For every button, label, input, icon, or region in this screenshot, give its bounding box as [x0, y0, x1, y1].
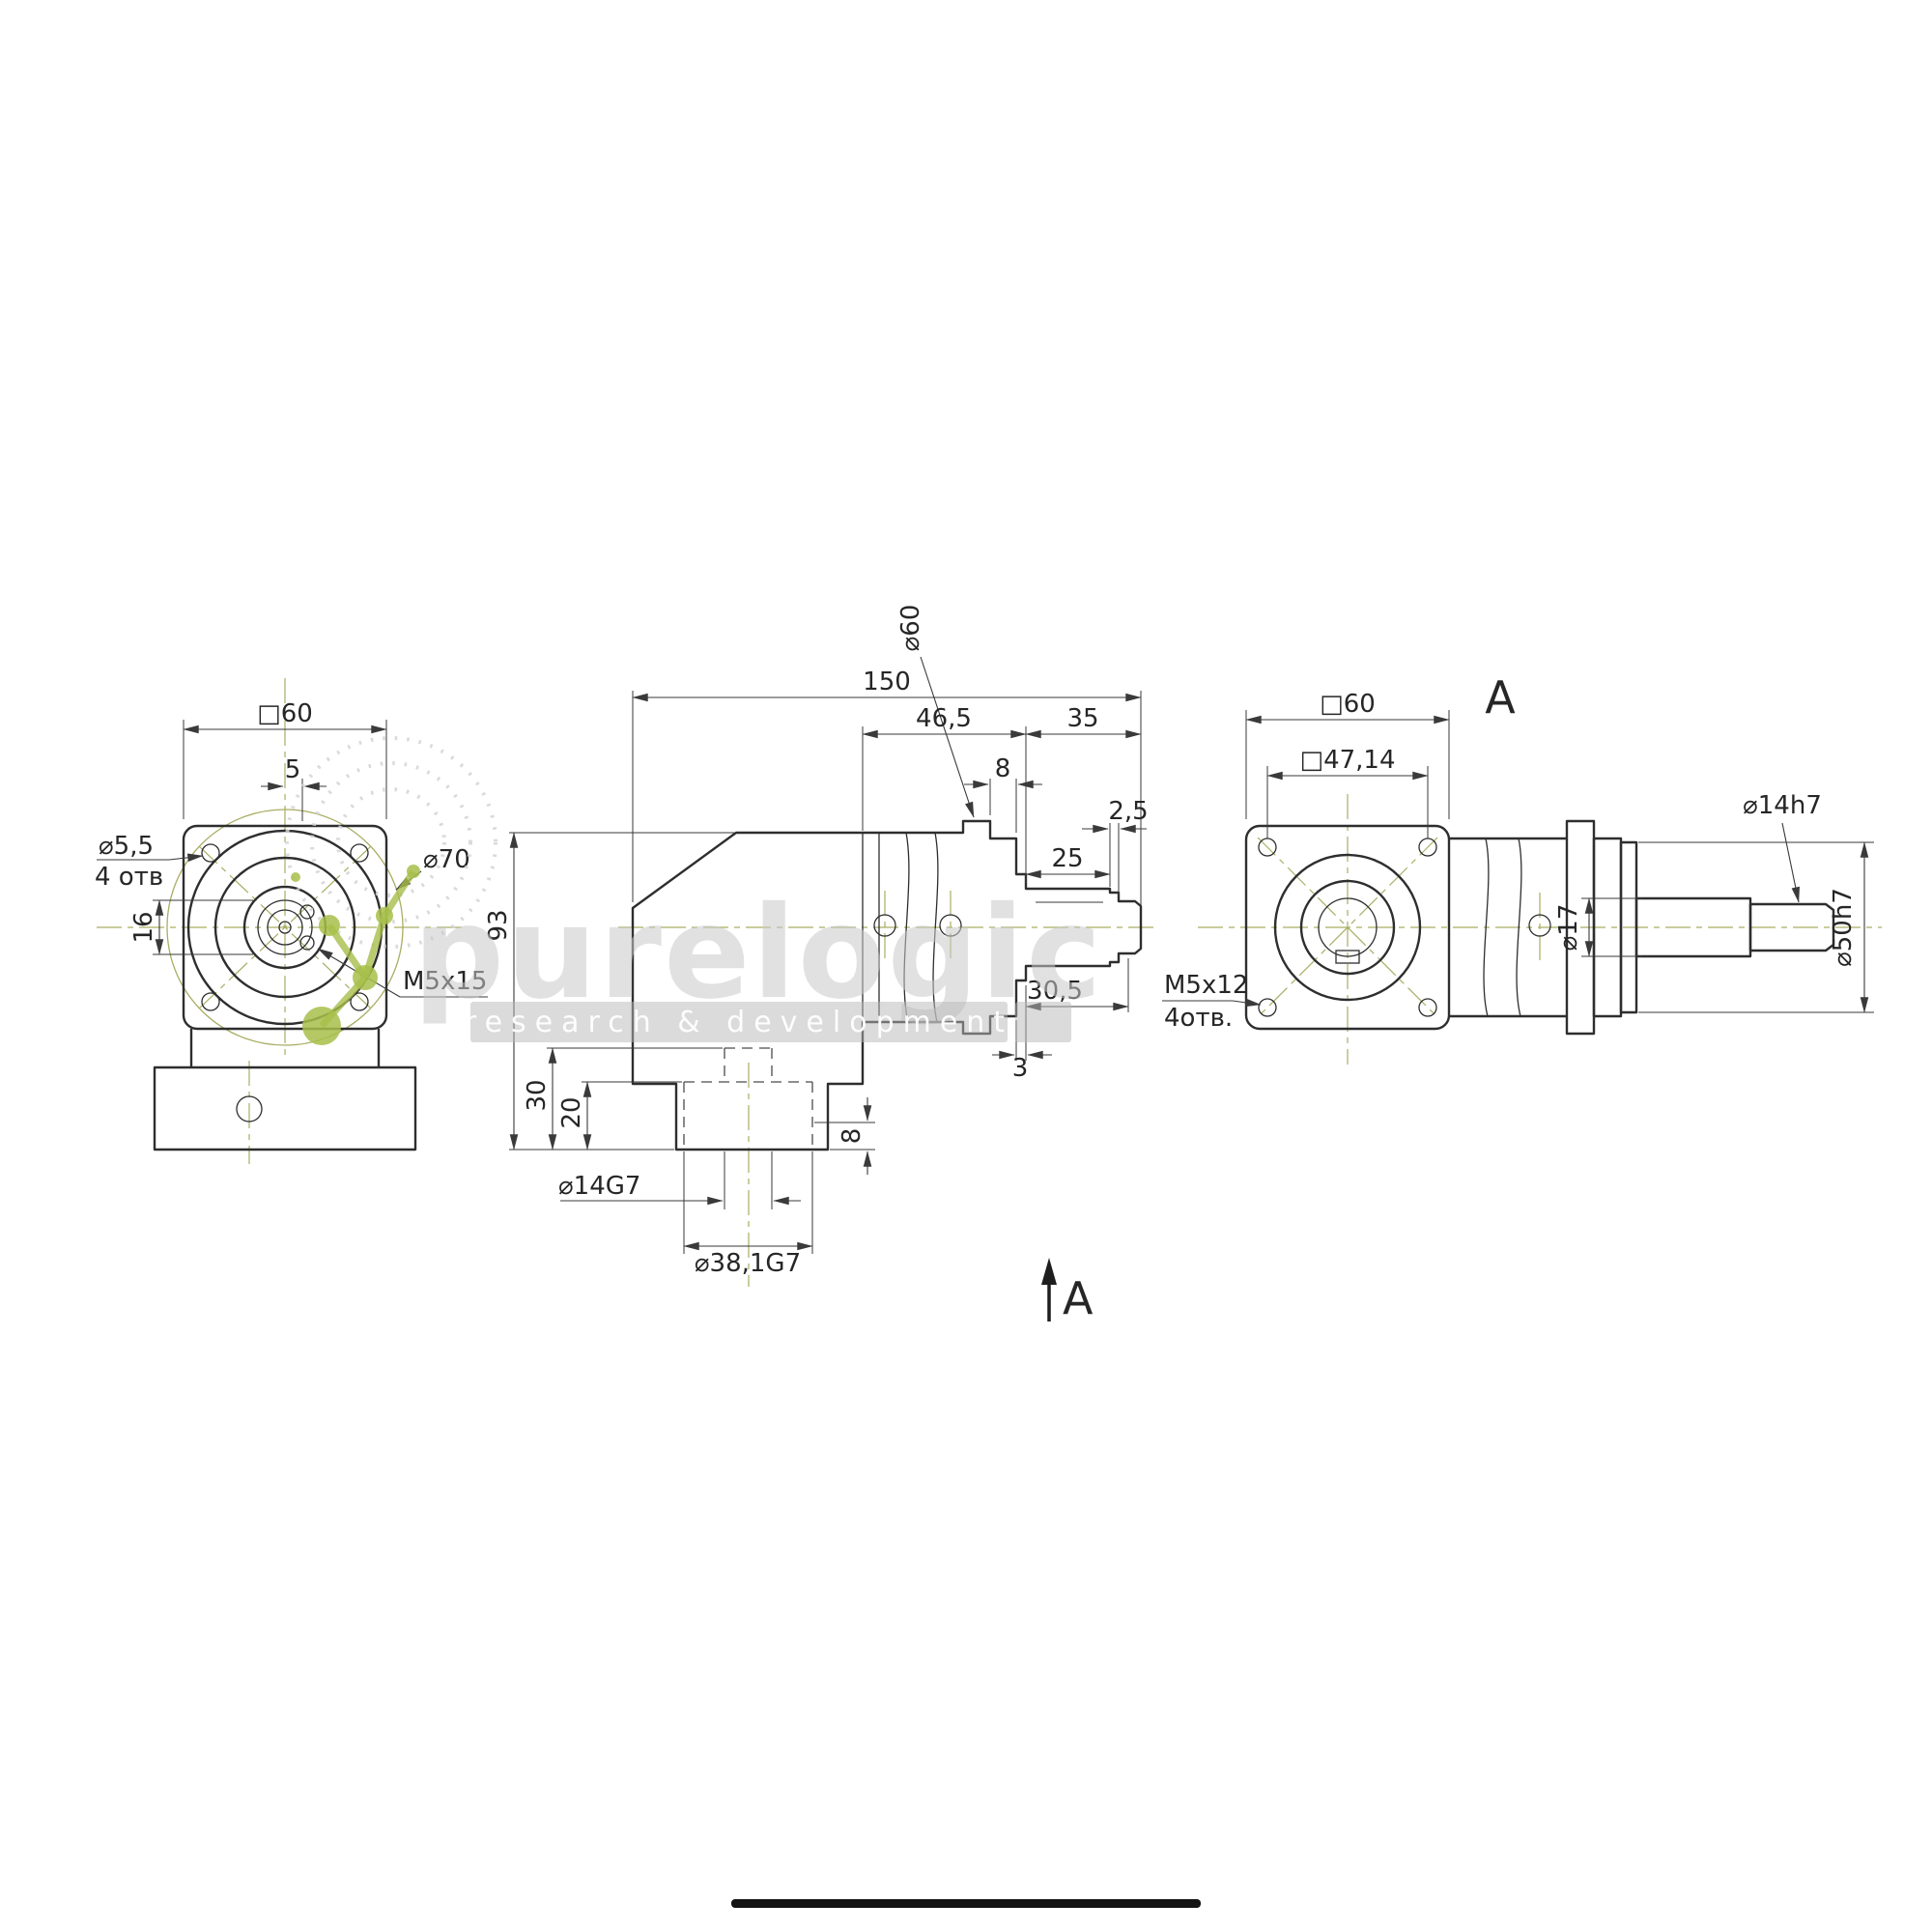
dim-square-47-14: □47,14 [1300, 746, 1396, 775]
watermark-tagline: research & development [465, 1006, 1013, 1039]
dim-offset-5: 5 [285, 755, 301, 784]
watermark-tagline-bar [470, 1002, 1008, 1042]
view-a-centerlines [1198, 794, 1882, 1065]
view-a: A □60 □47,14 ⌀14h7 ⌀17 ⌀50h7 M5x12 4отв. [1162, 671, 1882, 1065]
dim-dia-60: ⌀60 [896, 605, 925, 652]
dim-thread-m5x12: M5x12 [1164, 971, 1248, 1000]
dim-bore-38-1g7: ⌀38,1G7 [695, 1249, 801, 1278]
watermark-dotted-sphere [285, 736, 497, 949]
dim-8-foot: 8 [838, 1128, 867, 1145]
dim-25: 25 [1051, 844, 1083, 873]
watermark-logo-block [1015, 1002, 1071, 1042]
side-view-geometry [631, 819, 1143, 1151]
section-label-a: A [1063, 1272, 1094, 1324]
view-a-label: A [1485, 671, 1516, 724]
dim-8-flange: 8 [995, 754, 1011, 783]
side-view: 150 ⌀60 46,5 35 8 2,5 25 30,5 3 93 30 20… [484, 605, 1157, 1324]
dim-30: 30 [523, 1079, 552, 1111]
dim-shaft-dia-14h7: ⌀14h7 [1743, 791, 1822, 820]
dim-thread-count: 4отв. [1164, 1004, 1233, 1033]
bottom-bar [731, 1899, 1201, 1908]
dim-150: 150 [863, 668, 911, 696]
front-view: □60 5 ⌀5,5 4 отв 16 ⌀70 M5x15 [95, 678, 488, 1164]
watermark-molecule-logo [291, 865, 420, 1045]
dim-3: 3 [1012, 1054, 1029, 1083]
dim-hole-count: 4 отв [95, 863, 163, 892]
dim-2-5: 2,5 [1108, 797, 1148, 826]
dim-dia-70: ⌀70 [423, 845, 470, 874]
dim-93: 93 [484, 909, 513, 941]
dim-square-60-a: □60 [1320, 690, 1376, 719]
dim-dia-17: ⌀17 [1554, 904, 1583, 952]
watermark: purelogic research & development [285, 736, 1102, 1045]
dim-16: 16 [129, 911, 158, 943]
side-view-dimensions: 150 ⌀60 46,5 35 8 2,5 25 30,5 3 93 30 20… [484, 605, 1149, 1278]
dim-square-60: □60 [257, 699, 313, 728]
dim-20: 20 [557, 1096, 586, 1128]
dim-dia-50h7: ⌀50h7 [1829, 888, 1858, 967]
dim-35: 35 [1066, 704, 1098, 733]
dim-bore-14g7: ⌀14G7 [558, 1172, 640, 1201]
view-a-geometry [1244, 819, 1835, 1036]
dim-30-5: 30,5 [1027, 977, 1083, 1006]
front-view-geometry [153, 824, 417, 1151]
view-a-dimensions: A □60 □47,14 ⌀14h7 ⌀17 ⌀50h7 M5x12 4отв. [1162, 671, 1874, 1033]
dim-thread-m5x15: M5x15 [403, 967, 487, 996]
dim-46-5: 46,5 [916, 704, 972, 733]
section-arrow-a: A [1041, 1258, 1094, 1324]
dim-hole-dia: ⌀5,5 [99, 832, 154, 861]
